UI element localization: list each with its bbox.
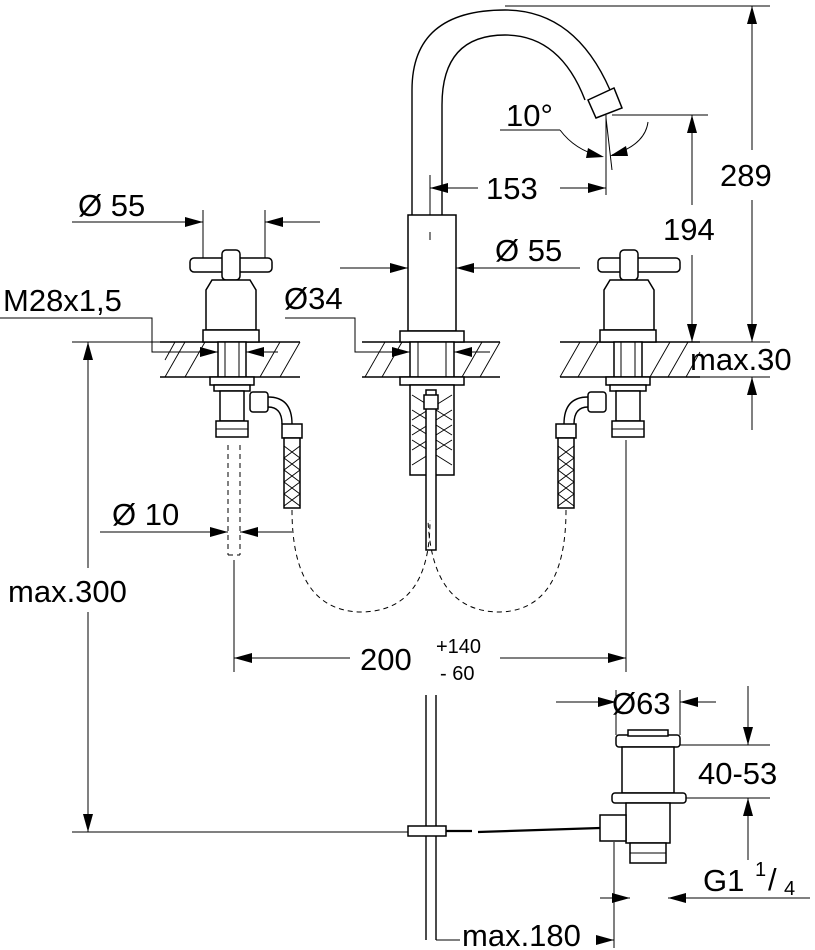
hose-diameter-label: Ø 10 bbox=[112, 497, 179, 532]
deck-thickness-label: max.30 bbox=[690, 342, 792, 377]
spacing-nominal-label: 200 bbox=[360, 642, 412, 677]
spout-angle-label: 10° bbox=[506, 98, 553, 133]
dimension-lines bbox=[0, 5, 810, 948]
thread-label: M28x1,5 bbox=[3, 283, 122, 318]
left-valve bbox=[189, 249, 303, 556]
hose-paths bbox=[291, 509, 567, 613]
waste-thread-denominator: 4 bbox=[784, 878, 795, 900]
spout-height-label: 194 bbox=[663, 212, 715, 247]
spacing-minus-label: - 60 bbox=[440, 663, 474, 685]
handle-diameter-label: Ø 55 bbox=[78, 188, 145, 223]
spout-reach-label: 153 bbox=[486, 171, 538, 206]
mount-diameter-label: Ø34 bbox=[284, 281, 343, 316]
waste-assembly bbox=[407, 695, 687, 940]
rod-length-label: max.180 bbox=[462, 918, 581, 950]
waste-diameter-label: Ø63 bbox=[612, 686, 671, 721]
spout-diameter-label: Ø 55 bbox=[495, 233, 562, 268]
waste-thread-slash: / bbox=[768, 862, 777, 897]
spout bbox=[399, 9, 623, 551]
waste-height-label: 40-53 bbox=[698, 756, 777, 791]
right-valve bbox=[555, 249, 681, 509]
waste-thread-label: G1 bbox=[703, 863, 744, 898]
waste-thread-numerator: 1 bbox=[755, 859, 766, 881]
max-length-label: max.300 bbox=[8, 574, 127, 609]
total-height-label: 289 bbox=[720, 158, 772, 193]
spacing-plus-label: +140 bbox=[436, 636, 481, 658]
